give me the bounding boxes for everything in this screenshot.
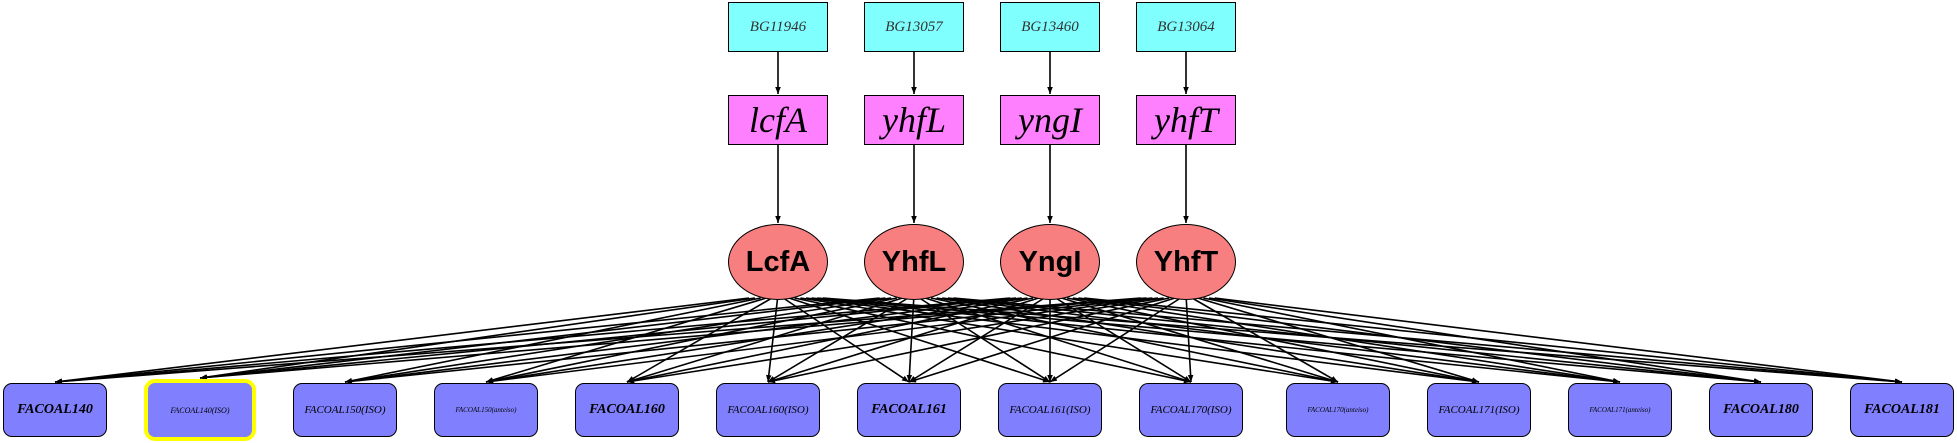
protein-to-reaction-edge (1049, 297, 1181, 383)
protein-to-reaction-edge (1203, 297, 1621, 384)
protein-node[interactable]: YhfT (1136, 224, 1236, 300)
protein-to-reaction-edge (485, 297, 1028, 384)
protein-to-reaction-edge (485, 297, 898, 384)
protein-to-reaction-edge (344, 297, 1022, 384)
gene-node[interactable]: yhfT (1136, 95, 1236, 145)
gene-id-node[interactable]: BG11946 (728, 2, 828, 52)
protein-to-reaction-edge (811, 297, 1621, 385)
protein-to-reaction-edge (1072, 297, 1621, 384)
reaction-node[interactable]: FACOAL160(ISO) (716, 383, 820, 437)
protein-to-reaction-edge (54, 297, 880, 385)
reaction-node[interactable]: FACOAL171(anteiso) (1568, 383, 1672, 437)
protein-to-reaction-edge (1061, 297, 1339, 383)
protein-to-reaction-edge (794, 297, 1192, 384)
protein-to-reaction-edge (344, 297, 1153, 385)
gene-node[interactable]: lcfA (728, 95, 828, 145)
gene-node[interactable]: yhfL (864, 95, 964, 145)
reaction-node[interactable]: FACOAL180 (1709, 383, 1813, 437)
reaction-node[interactable]: FACOAL161(ISO) (998, 383, 1102, 437)
gene-id-node[interactable]: BG13057 (864, 2, 964, 52)
protein-to-reaction-edge (822, 297, 1903, 385)
reaction-node[interactable]: FACOAL171(ISO) (1427, 383, 1531, 437)
protein-to-reaction-edge (767, 297, 1170, 384)
protein-to-reaction-edge (1067, 297, 1480, 384)
protein-to-reaction-edge (1078, 297, 1762, 384)
reaction-node[interactable]: FACOAL170(ISO) (1139, 383, 1243, 437)
protein-to-reaction-edge (766, 297, 779, 383)
reaction-node[interactable]: FACOAL150(ISO) (293, 383, 397, 437)
reaction-node[interactable]: FACOAL181 (1850, 383, 1954, 437)
protein-to-reaction-edge (626, 297, 1164, 384)
protein-node[interactable]: LcfA (728, 224, 828, 300)
protein-to-reaction-edge (788, 297, 1051, 383)
reaction-node[interactable]: FACOAL150(anteiso) (434, 383, 538, 437)
protein-to-reaction-edge (767, 297, 909, 383)
protein-to-reaction-edge (1197, 297, 1480, 383)
protein-to-reaction-edge (199, 297, 886, 380)
protein-to-reaction-edge (1214, 297, 1903, 384)
protein-to-reaction-edge (1208, 297, 1762, 384)
reaction-node[interactable]: FACOAL161 (857, 383, 961, 437)
protein-node[interactable]: YhfL (864, 224, 964, 300)
protein-to-reaction-edge (767, 297, 1039, 383)
protein-to-reaction-edge (908, 297, 1176, 383)
gene-id-node[interactable]: BG13460 (1000, 2, 1100, 52)
protein-to-reaction-edge (54, 297, 1011, 385)
protein-to-reaction-edge (1191, 297, 1339, 383)
protein-to-reaction-edge (344, 297, 892, 384)
protein-to-reaction-edge (1185, 297, 1194, 383)
gene-id-node[interactable]: BG13064 (1136, 2, 1236, 52)
protein-to-reaction-edge (1083, 297, 1903, 385)
protein-to-reaction-edge (947, 297, 1762, 385)
protein-to-reaction-edge (942, 297, 1621, 384)
reaction-node[interactable]: FACOAL170(anteiso) (1286, 383, 1390, 437)
protein-node[interactable]: YngI (1000, 224, 1100, 300)
protein-to-reaction-edge (936, 297, 1480, 384)
protein-to-reaction-edge (930, 297, 1339, 384)
protein-to-reaction-edge (54, 297, 750, 384)
protein-to-reaction-edge (344, 297, 761, 384)
reaction-node[interactable]: FACOAL140 (3, 383, 107, 437)
protein-to-reaction-edge (800, 297, 1339, 384)
protein-to-reaction-edge (199, 297, 755, 380)
protein-to-reaction-edge (485, 297, 767, 383)
reaction-node-selected[interactable]: FACOAL140(ISO) (144, 379, 256, 441)
protein-to-reaction-edge (1055, 297, 1192, 383)
protein-to-reaction-edge (199, 297, 1017, 381)
gene-node[interactable]: yngI (1000, 95, 1100, 145)
protein-to-reaction-edge (953, 297, 1903, 385)
protein-to-reaction-edge (485, 297, 1159, 384)
reaction-node[interactable]: FACOAL160 (575, 383, 679, 437)
protein-to-reaction-edge (805, 297, 1480, 384)
protein-to-reaction-edge (54, 297, 1141, 385)
protein-to-reaction-edge (199, 297, 1147, 381)
